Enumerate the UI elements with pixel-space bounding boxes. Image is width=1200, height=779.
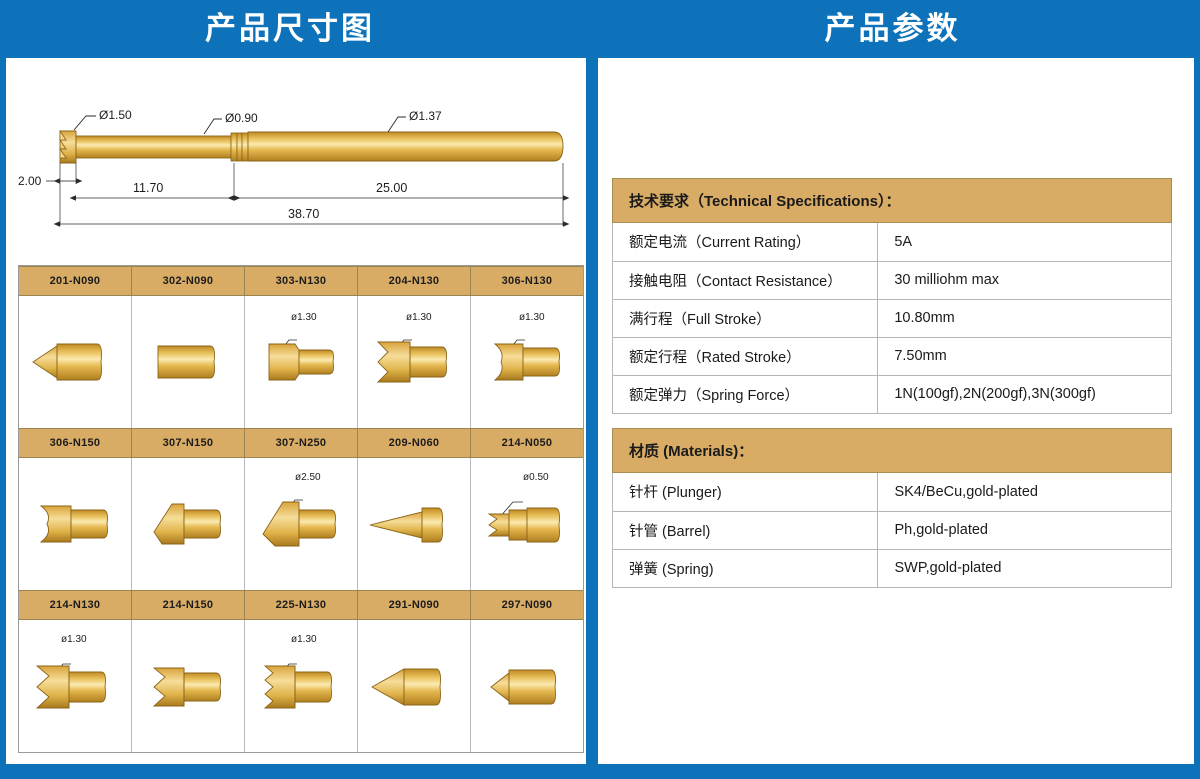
tip-diameter-label: ø0.50 [523,472,549,483]
tip-part-number[interactable]: 307-N250 [245,428,358,458]
tip-part-number[interactable]: 291-N090 [358,590,471,620]
svg-text:Ø1.37: Ø1.37 [409,109,442,123]
table-row: 额定行程（Rated Stroke） 7.50mm [611,337,1172,376]
svg-text:Ø1.50: Ø1.50 [99,108,132,122]
tip-shape-short-spear [471,620,583,752]
tip-shape-tapered-chisel [132,458,245,590]
material-key: 针管 (Barrel) [611,511,879,550]
tip-part-number[interactable]: 214-N150 [132,590,245,620]
tip-part-number[interactable]: 306-N130 [471,266,583,296]
svg-text:2.00: 2.00 [18,174,42,188]
spring-probe-dimension-drawing: Ø1.50 Ø0.90 Ø1.37 2.00 11.70 [16,88,576,238]
technical-specifications-title: 技术要求（Technical Specifications）： [612,178,1172,223]
tip-shape-needle-point [358,458,471,590]
tip-part-number[interactable]: 209-N060 [358,428,471,458]
tip-grid-header-row: 306-N150 307-N150 307-N250 209-N060 214-… [19,428,583,458]
table-row: 满行程（Full Stroke） 10.80mm [611,299,1172,338]
spec-key: 接触电阻（Contact Resistance） [611,261,879,300]
svg-text:25.00: 25.00 [376,181,407,195]
tip-grid-row: 306-N150 307-N150 307-N250 209-N060 214-… [19,428,583,590]
spec-key: 额定行程（Rated Stroke） [611,337,879,376]
materials-table: 针杆 (Plunger) SK4/BeCu,gold-plated 针管 (Ba… [611,473,1172,588]
tip-part-number[interactable]: 306-N150 [19,428,132,458]
tip-part-number[interactable]: 214-N050 [471,428,583,458]
panel-dimension-drawing: Ø1.50 Ø0.90 Ø1.37 2.00 11.70 [6,58,586,764]
tip-diameter-label: ø1.30 [61,634,87,645]
spec-key: 额定电流（Current Rating） [611,223,879,262]
tip-variant-grid: 201-N090 302-N090 303-N130 204-N130 306-… [18,265,584,753]
tip-shape-stepped-flat: ø1.30 [245,296,358,428]
tip-shape-multi-point-crown: ø1.30 [245,620,358,752]
tip-grid-header-row: 214-N130 214-N150 225-N130 291-N090 297-… [19,590,583,620]
tip-diameter-label: ø2.50 [295,472,321,483]
spec-value: 10.80mm [877,299,1172,338]
tip-shape-four-point-crown: ø1.30 [19,620,132,752]
table-row: 针杆 (Plunger) SK4/BeCu,gold-plated [611,473,1172,512]
page-title-dimension-drawing: 产品尺寸图 [205,11,375,47]
tip-shape-three-point-crown: ø1.30 [358,296,471,428]
tip-part-number[interactable]: 225-N130 [245,590,358,620]
technical-specifications-block: 技术要求（Technical Specifications）： 额定电流（Cur… [611,178,1172,414]
technical-specifications-table: 额定电流（Current Rating） 5A 接触电阻（Contact Res… [611,223,1172,414]
material-value: SWP,gold-plated [877,549,1172,588]
tip-shape-flat-cylinder [132,296,245,428]
material-value: SK4/BeCu,gold-plated [877,473,1172,512]
tip-shape-concave-cup [19,458,132,590]
header-band: 产品尺寸图 产品参数 [0,0,1200,58]
table-row: 接触电阻（Contact Resistance） 30 milliohm max [611,261,1172,300]
tip-shape-micro-crown: ø0.50 [471,458,583,590]
spec-value: 1N(100gf),2N(200gf),3N(300gf) [877,375,1172,414]
tip-grid-row: 214-N130 214-N150 225-N130 291-N090 297-… [19,590,583,752]
tip-part-number[interactable]: 201-N090 [19,266,132,296]
svg-text:38.70: 38.70 [288,207,319,221]
spec-value: 30 milliohm max [877,261,1172,300]
spec-key: 额定弹力（Spring Force） [611,375,879,414]
tip-part-number[interactable]: 303-N130 [245,266,358,296]
tip-part-number[interactable]: 302-N090 [132,266,245,296]
table-row: 额定电流（Current Rating） 5A [611,223,1172,262]
material-value: Ph,gold-plated [877,511,1172,550]
svg-text:Ø0.90: Ø0.90 [225,111,258,125]
material-key: 针杆 (Plunger) [611,473,879,512]
tip-diameter-label: ø1.30 [406,312,432,323]
svg-text:11.70: 11.70 [133,181,163,195]
tip-part-number[interactable]: 214-N130 [19,590,132,620]
tip-shape-tapered-chisel-large: ø2.50 [245,458,358,590]
tip-part-number[interactable]: 204-N130 [358,266,471,296]
tip-shape-concave-cup: ø1.30 [471,296,583,428]
table-row: 针管 (Barrel) Ph,gold-plated [611,511,1172,550]
materials-title: 材质 (Materials)： [612,428,1172,473]
tip-diameter-label: ø1.30 [291,634,317,645]
tip-shape-long-spear [358,620,471,752]
material-key: 弹簧 (Spring) [611,549,879,588]
spec-value: 7.50mm [877,337,1172,376]
tip-part-number[interactable]: 297-N090 [471,590,583,620]
table-row: 弹簧 (Spring) SWP,gold-plated [611,549,1172,588]
materials-block: 材质 (Materials)： 针杆 (Plunger) SK4/BeCu,go… [611,428,1172,588]
tip-grid-header-row: 201-N090 302-N090 303-N130 204-N130 306-… [19,266,583,296]
tip-shape-four-point-crown [132,620,245,752]
spec-value: 5A [877,223,1172,262]
spec-key: 满行程（Full Stroke） [611,299,879,338]
panel-product-parameters: 技术要求（Technical Specifications）： 额定电流（Cur… [598,58,1194,764]
page-title-parameters: 产品参数 [824,11,961,47]
tip-part-number[interactable]: 307-N150 [132,428,245,458]
table-row: 额定弹力（Spring Force） 1N(100gf),2N(200gf),3… [611,375,1172,414]
tip-diameter-label: ø1.30 [519,312,545,323]
tip-diameter-label: ø1.30 [291,312,317,323]
tip-grid-row: 201-N090 302-N090 303-N130 204-N130 306-… [19,266,583,428]
tip-shape-cone-spear [19,296,132,428]
